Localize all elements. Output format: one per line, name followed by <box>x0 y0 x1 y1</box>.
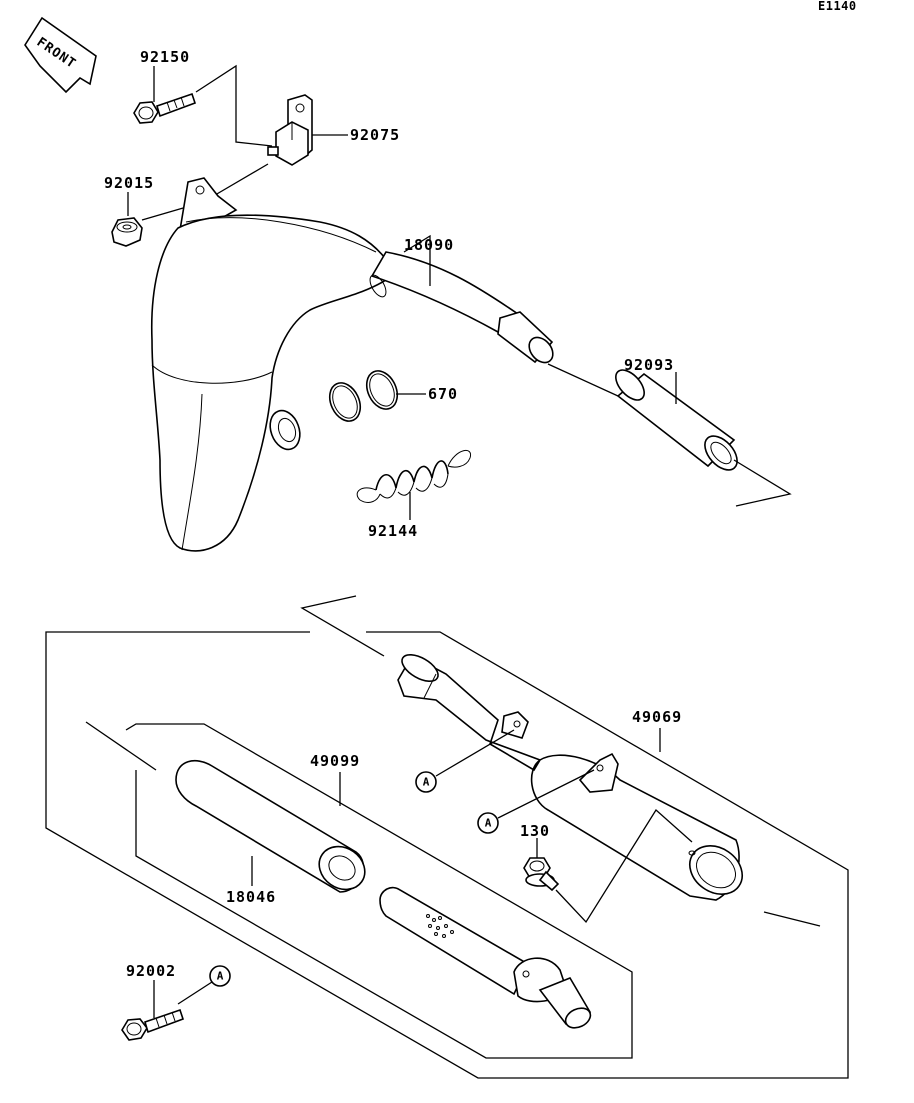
callout-a-1-letter: A <box>423 776 430 789</box>
label-49069: 49069 <box>632 708 682 726</box>
nut-92015-icon <box>111 217 143 247</box>
silencer-outer-49099-icon <box>175 759 366 893</box>
bolt-130-icon <box>523 857 560 892</box>
label-18090: 18090 <box>404 236 454 254</box>
o-rings-670-icon <box>328 370 399 422</box>
front-arrow-icon: FRONT <box>24 16 97 94</box>
expansion-chamber-18090-icon <box>150 177 554 552</box>
label-92015: 92015 <box>104 174 154 192</box>
label-92144: 92144 <box>368 522 418 540</box>
pipe-92093-icon <box>615 369 738 471</box>
bolt-92002-icon <box>121 1008 185 1041</box>
callout-a-1 <box>415 771 437 793</box>
bolt-92150-icon <box>133 92 197 124</box>
label-49099: 49099 <box>310 752 360 770</box>
label-130: 130 <box>520 822 550 840</box>
callout-a-3-letter: A <box>217 970 224 983</box>
label-92002: 92002 <box>126 962 176 980</box>
spring-92144-icon <box>356 450 472 503</box>
label-92093: 92093 <box>624 356 674 374</box>
label-670: 670 <box>428 385 458 403</box>
label-92150: 92150 <box>140 48 190 66</box>
damper-bracket-92075-icon <box>267 94 313 166</box>
muffler-49069-icon <box>397 653 743 901</box>
callout-a-2 <box>477 812 499 834</box>
callout-a-3 <box>209 965 231 987</box>
diagram-id: E1140 <box>818 0 857 13</box>
core-pipe-icon <box>379 886 592 1029</box>
label-92075: 92075 <box>350 126 400 144</box>
label-18046: 18046 <box>226 888 276 906</box>
callout-a-2-letter: A <box>485 817 492 830</box>
